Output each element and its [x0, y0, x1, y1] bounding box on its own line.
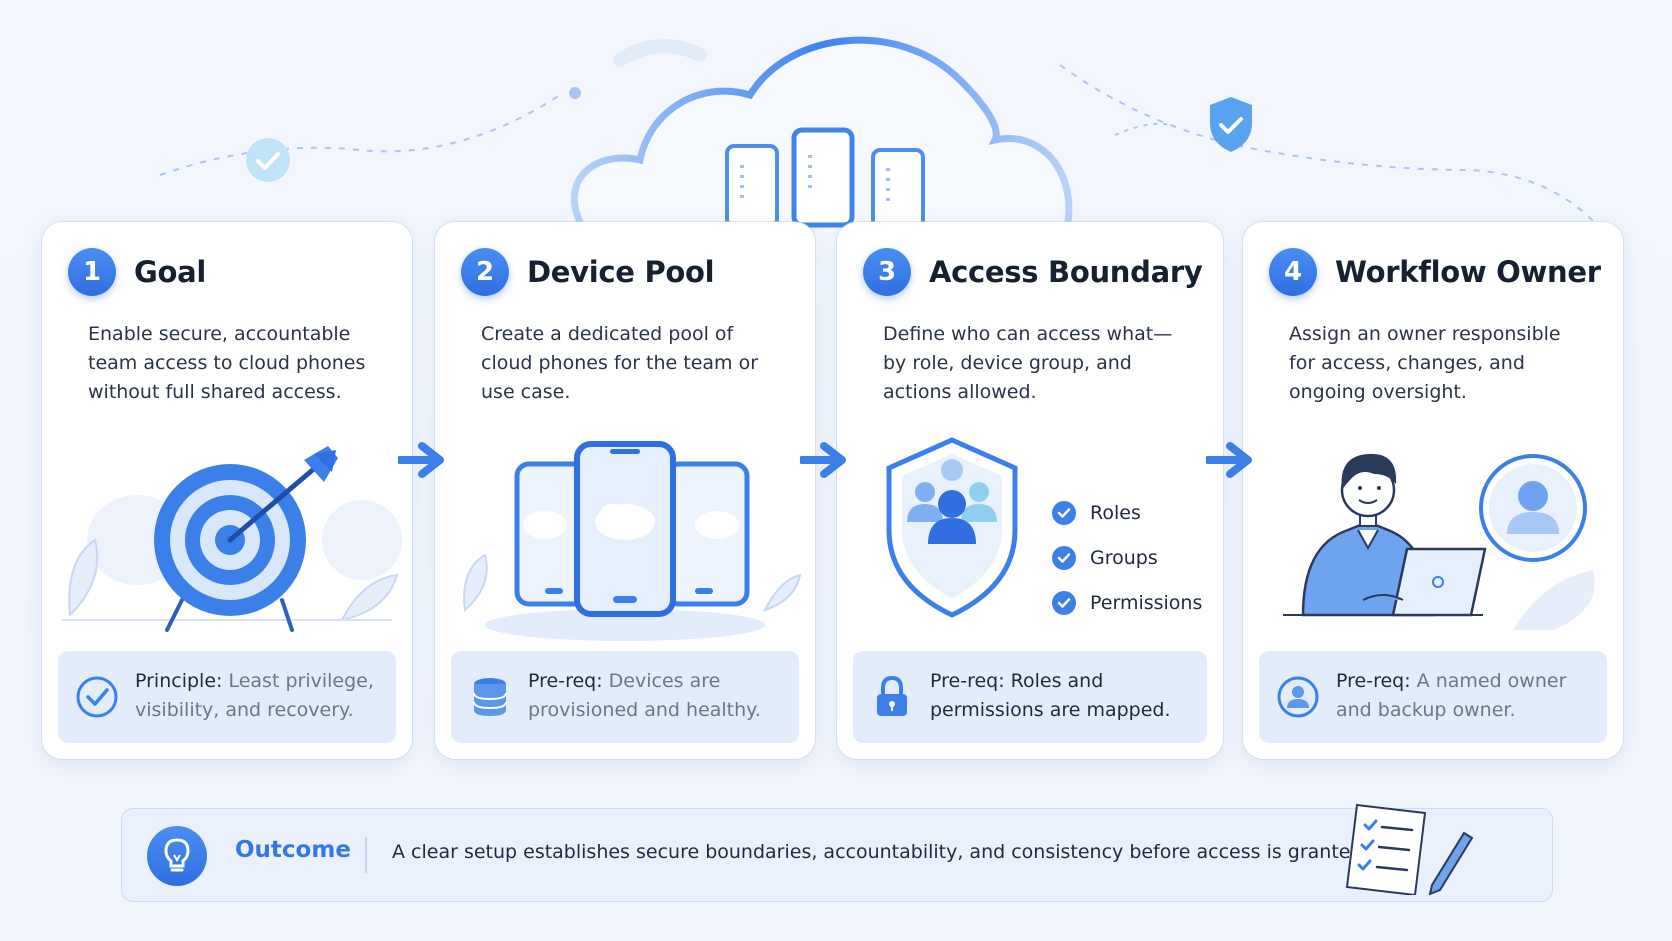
lightbulb-icon	[147, 826, 207, 886]
step-title: Workflow Owner	[1335, 255, 1601, 289]
prereq-box: Pre-req: Devices are provisioned and hea…	[451, 651, 799, 743]
step-description: Enable secure, accountable team access t…	[88, 323, 366, 403]
prereq-box: Pre-req: Roles and permissions are mappe…	[853, 651, 1207, 743]
prereq-box: Principle: Least privilege, visibility, …	[58, 651, 396, 743]
arrow-right-icon	[398, 442, 444, 478]
step-number-badge: 4	[1269, 248, 1317, 296]
step-number-badge: 1	[68, 248, 116, 296]
prereq-value: Devices are provisioned and healthy.	[528, 670, 761, 721]
outcome-title: Outcome	[235, 837, 351, 863]
step-description: Assign an owner responsible for access, …	[1289, 323, 1561, 403]
target-icon	[62, 446, 402, 632]
step-card-access-boundary: 3 Access Boundary Define who can access …	[837, 222, 1223, 759]
prereq-box: Pre-req: A named owner and backup owner.	[1259, 651, 1607, 743]
step-number-badge: 2	[461, 248, 509, 296]
step-title: Access Boundary	[929, 255, 1203, 289]
step-description: Define who can access what—by role, devi…	[883, 323, 1173, 403]
divider	[365, 837, 367, 873]
check-circle-icon	[76, 676, 118, 718]
list-item: Roles	[1052, 490, 1202, 535]
prereq-label: Pre-req:	[528, 670, 603, 692]
checklist: Roles Groups Permissions	[1052, 490, 1202, 625]
prereq-value: Least privilege, visibility, and recover…	[135, 670, 374, 721]
list-item: Groups	[1052, 535, 1202, 580]
outcome-banner: Outcome A clear setup establishes secure…	[121, 803, 1553, 902]
prereq-value: Roles and permissions are mapped.	[930, 670, 1171, 721]
database-icon	[473, 678, 507, 716]
outcome-text: A clear setup establishes secure boundar…	[392, 841, 1369, 863]
check-icon	[1052, 500, 1076, 525]
step-title: Device Pool	[527, 255, 715, 289]
prereq-label: Pre-req:	[930, 670, 1005, 692]
step-title: Goal	[134, 255, 207, 289]
check-icon	[1052, 590, 1076, 615]
cloud-phones-icon	[725, 127, 925, 230]
arrow-right-icon	[1206, 442, 1252, 478]
phones-icon	[463, 441, 802, 641]
check-icon	[1052, 545, 1076, 570]
step-number-badge: 3	[863, 248, 911, 296]
prereq-value: A named owner and backup owner.	[1336, 670, 1567, 721]
step-card-goal: 1 Goal Enable secure, accountable team a…	[42, 222, 412, 759]
checklist-pencil-icon	[1345, 803, 1474, 895]
lock-icon	[877, 675, 907, 716]
shield-users-icon	[886, 437, 1018, 618]
person-laptop-icon	[1283, 453, 1595, 630]
user-circle-icon	[1277, 676, 1319, 718]
prereq-label: Pre-req:	[1336, 670, 1411, 692]
arrow-right-icon	[800, 442, 846, 478]
step-card-workflow-owner: 4 Workflow Owner Assign an owner respons…	[1243, 222, 1623, 759]
prereq-label: Principle:	[135, 670, 223, 692]
step-description: Create a dedicated pool of cloud phones …	[481, 323, 759, 403]
step-card-device-pool: 2 Device Pool Create a dedicated pool of…	[435, 222, 815, 759]
list-item: Permissions	[1052, 580, 1202, 625]
